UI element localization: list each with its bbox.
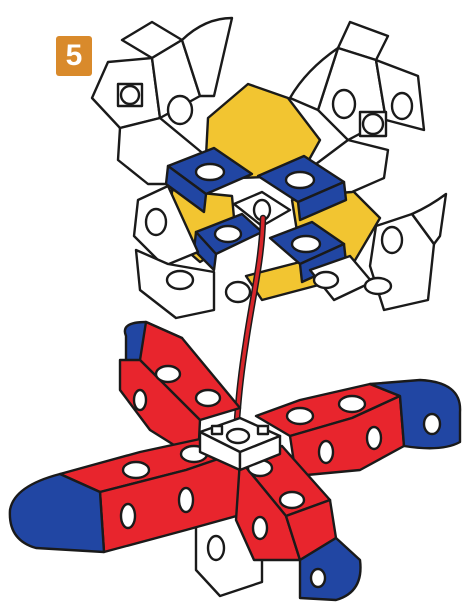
lower-underside-hole (208, 536, 224, 560)
lower-centre-tab-right (258, 426, 268, 434)
lower-rear-hole-2 (196, 390, 220, 406)
lower-front-hole-3 (253, 517, 267, 539)
lower-rear-hole-1 (156, 366, 180, 382)
lower-left-hole-3 (121, 504, 135, 528)
lower-centre-port-icon (227, 429, 249, 443)
lower-left-hole-1 (123, 462, 149, 478)
upper-right-hole-2 (333, 90, 355, 118)
lower-cross-assembly (10, 322, 460, 600)
lower-right-hole-4 (367, 427, 381, 449)
blue-hole-3 (215, 226, 241, 242)
lower-right-hole-3 (319, 441, 333, 463)
upper-bottom-left-hole-a (146, 209, 166, 235)
lower-right-hole-2 (339, 396, 365, 412)
lower-rear-hole-3 (134, 390, 146, 410)
upper-right-hole (392, 93, 412, 119)
upper-bottom-left-hole-c (226, 282, 250, 302)
lower-left-hole-4 (179, 488, 193, 512)
upper-right-peg (363, 114, 383, 134)
upper-left-hole (168, 96, 192, 124)
blue-hole-1 (196, 164, 224, 180)
lower-front-hole-2 (280, 492, 304, 508)
blue-hole-2 (286, 172, 314, 188)
upper-bottom-right-hole-a (382, 227, 402, 253)
lower-centre-tab-left (212, 426, 222, 434)
lower-right-cap-hole (424, 414, 440, 434)
upper-bottom-left-hole-b (167, 271, 193, 289)
upper-bottom-right-hole-b (365, 278, 391, 294)
blue-hole-4 (292, 236, 320, 252)
lower-front-cap-hole (311, 569, 325, 587)
red-cable (236, 218, 263, 434)
upper-cube-assembly (92, 18, 446, 318)
upper-bottom-right-hole-c (314, 272, 338, 288)
upper-left-peg (121, 86, 139, 104)
lower-right-hole-1 (287, 408, 313, 424)
